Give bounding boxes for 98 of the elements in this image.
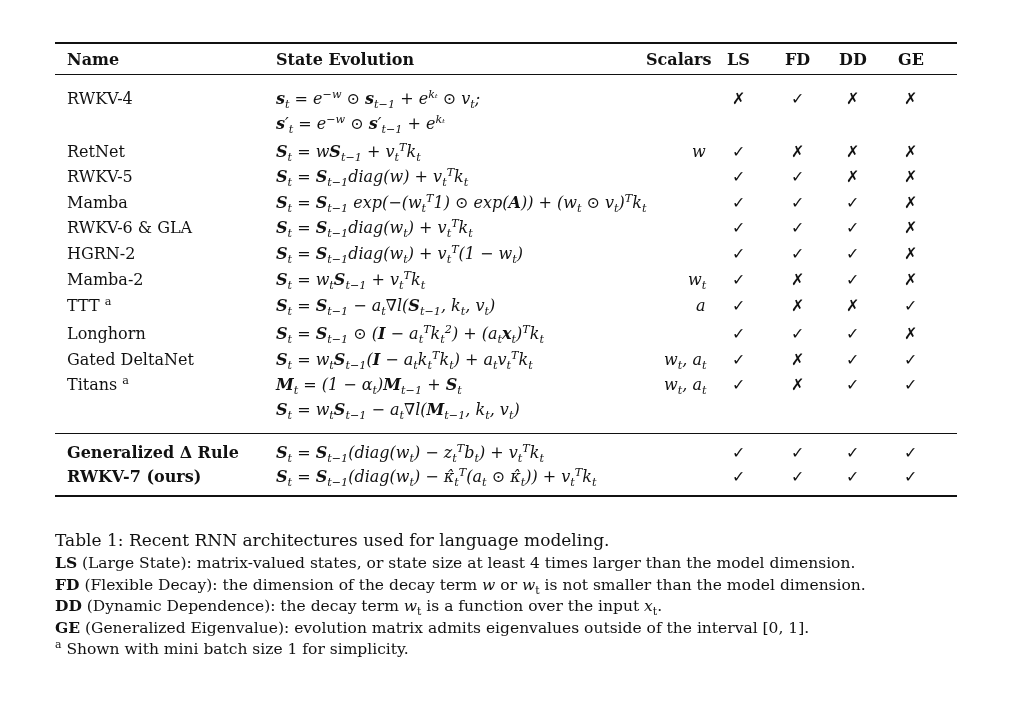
state-formula: s′$_{t}$ = e$^{−w}$ ⊙ s′$_{t−1}$ + e$^{kₜ}$ bbox=[276, 114, 445, 134]
property-mark: ✓ bbox=[731, 467, 745, 487]
scalar-parameter: a bbox=[696, 296, 706, 316]
state-formula: s$_{t}$ = e$^{−w}$ ⊙ s$_{t−1}$ + e$^{kₜ}$ ⊙ v$_{t}$; bbox=[276, 89, 481, 109]
model-name: RWKV-5 bbox=[67, 167, 133, 187]
model-name: RWKV-6 & GLA bbox=[67, 218, 193, 238]
state-formula: S$_{t}$ = S$_{t−1}$diag(w$_{t}$) + v$_{t}$$^{T}$(1 − w$_{t}$) bbox=[276, 244, 524, 264]
property-mark: ✓ bbox=[731, 324, 745, 344]
property-mark: ✗ bbox=[790, 296, 804, 316]
model-name: TTT $^{a}$ bbox=[67, 296, 112, 316]
property-mark: ✗ bbox=[903, 324, 917, 344]
abbreviation-note: DD (Dynamic Dependence): the decay term w$_{t}$ is a function over the input x$_{t}$. bbox=[55, 596, 663, 616]
property-mark: ✓ bbox=[731, 270, 745, 290]
property-mark: ✓ bbox=[731, 193, 745, 213]
property-mark: ✓ bbox=[845, 324, 859, 344]
property-mark: ✓ bbox=[845, 218, 859, 238]
property-mark: ✓ bbox=[790, 89, 804, 109]
state-formula: S$_{t}$ = S$_{t−1}$ − a$_{t}$∇l(S$_{t−1}$, k$_{t}$, v$_{t}$) bbox=[276, 296, 496, 316]
property-mark: ✗ bbox=[903, 142, 917, 162]
model-name: Longhorn bbox=[67, 324, 146, 344]
property-mark: ✓ bbox=[790, 193, 804, 213]
property-mark: ✗ bbox=[845, 142, 859, 162]
state-formula: S$_{t}$ = w$_{t}$S$_{t−1}$(I − a$_{t}$k$_{t}$$^{T}$k$_{t}$) + a$_{t}$v$_{t}$$^{T}$k$_{t}$ bbox=[276, 350, 533, 370]
property-mark: ✗ bbox=[845, 89, 859, 109]
abbreviation-note: FD (Flexible Decay): the dimension of the decay term w or w$_{t}$ is not smaller than the model dimension. bbox=[55, 574, 866, 595]
state-formula: S$_{t}$ = S$_{t−1}$ ⊙ (I − a$_{t}$$^{T}$k$_{t}$$^{2}$) + (a$_{t}$x$_{t}$)$^{T}$k$_{t}$ bbox=[276, 324, 544, 344]
column-header: Name bbox=[67, 50, 120, 70]
property-mark: ✓ bbox=[731, 296, 745, 316]
property-mark: ✓ bbox=[790, 443, 804, 463]
property-mark: ✗ bbox=[790, 350, 804, 370]
state-formula: S$_{t}$ = S$_{t−1}$diag(w) + v$_{t}$$^{T}$k$_{t}$ bbox=[276, 167, 469, 187]
scalar-parameter: w$_{t}$, a$_{t}$ bbox=[664, 350, 707, 370]
property-mark: ✗ bbox=[845, 167, 859, 187]
state-formula: S$_{t}$ = w$_{t}$S$_{t−1}$ − a$_{t}$∇l(M$_{t−1}$, k$_{t}$, v$_{t}$) bbox=[276, 400, 520, 420]
column-header: Scalars bbox=[646, 50, 712, 70]
state-formula: M$_{t}$ = (1 − α$_{t}$)M$_{t−1}$ + S$_{t}$ bbox=[276, 375, 462, 395]
property-mark: ✗ bbox=[903, 244, 917, 264]
table-caption: Table 1: Recent RNN architectures used for language modeling. bbox=[55, 530, 610, 550]
model-name: Mamba-2 bbox=[67, 270, 144, 290]
column-header: GE bbox=[898, 50, 924, 70]
model-name: RetNet bbox=[67, 142, 125, 162]
property-mark: ✓ bbox=[903, 296, 917, 316]
property-mark: ✓ bbox=[731, 443, 745, 463]
property-mark: ✓ bbox=[845, 244, 859, 264]
state-formula: S$_{t}$ = w$_{t}$S$_{t−1}$ + v$_{t}$$^{T}$k$_{t}$ bbox=[276, 270, 426, 290]
footnote: $^{a}$ Shown with mini batch size 1 for simplicity. bbox=[55, 639, 409, 659]
abbreviation-note: LS (Large State): matrix-valued states, or state size at least 4 times larger than the model dimension. bbox=[55, 553, 856, 573]
scalar-parameter: w$_{t}$ bbox=[688, 270, 707, 290]
property-mark: ✗ bbox=[903, 193, 917, 213]
column-header: FD bbox=[785, 50, 811, 70]
model-name: RWKV-7 (ours) bbox=[67, 467, 202, 487]
property-mark: ✓ bbox=[731, 244, 745, 264]
property-mark: ✓ bbox=[903, 350, 917, 370]
property-mark: ✓ bbox=[731, 218, 745, 238]
model-name: Generalized Δ Rule bbox=[67, 443, 239, 463]
property-mark: ✓ bbox=[845, 270, 859, 290]
state-formula: S$_{t}$ = wS$_{t−1}$ + v$_{t}$$^{T}$k$_{t}$ bbox=[276, 142, 421, 162]
scalar-parameter: w$_{t}$, a$_{t}$ bbox=[664, 375, 707, 395]
property-mark: ✓ bbox=[731, 142, 745, 162]
scalar-parameter: w bbox=[692, 142, 706, 162]
property-mark: ✓ bbox=[790, 218, 804, 238]
property-mark: ✓ bbox=[731, 350, 745, 370]
property-mark: ✓ bbox=[790, 167, 804, 187]
column-header: DD bbox=[839, 50, 867, 70]
property-mark: ✗ bbox=[903, 167, 917, 187]
property-mark: ✗ bbox=[845, 296, 859, 316]
property-mark: ✗ bbox=[731, 89, 745, 109]
model-name: Titans $^{a}$ bbox=[67, 375, 130, 395]
abbreviation-note: GE (Generalized Eigenvalue): evolution matrix admits eigenvalues outside of the interval [0, 1]. bbox=[55, 617, 810, 638]
property-mark: ✗ bbox=[903, 270, 917, 290]
state-formula: S$_{t}$ = S$_{t−1}$diag(w$_{t}$) + v$_{t}$$^{T}$k$_{t}$ bbox=[276, 218, 473, 238]
property-mark: ✓ bbox=[903, 467, 917, 487]
property-mark: ✓ bbox=[845, 375, 859, 395]
property-mark: ✓ bbox=[845, 193, 859, 213]
model-name: RWKV-4 bbox=[67, 89, 133, 109]
property-mark: ✗ bbox=[790, 270, 804, 290]
property-mark: ✓ bbox=[731, 167, 745, 187]
model-name: Mamba bbox=[67, 193, 128, 213]
property-mark: ✓ bbox=[790, 467, 804, 487]
property-mark: ✓ bbox=[731, 375, 745, 395]
column-header: LS bbox=[727, 50, 750, 70]
state-formula: S$_{t}$ = S$_{t−1}$(diag(w$_{t}$) − z$_{t}$$^{T}$b$_{t}$) + v$_{t}$$^{T}$k$_{t}$ bbox=[276, 443, 545, 463]
model-name: HGRN-2 bbox=[67, 244, 136, 264]
model-name: Gated DeltaNet bbox=[67, 350, 194, 370]
property-mark: ✓ bbox=[790, 324, 804, 344]
property-mark: ✓ bbox=[903, 375, 917, 395]
property-mark: ✗ bbox=[903, 218, 917, 238]
property-mark: ✓ bbox=[845, 350, 859, 370]
property-mark: ✗ bbox=[790, 142, 804, 162]
property-mark: ✗ bbox=[903, 89, 917, 109]
property-mark: ✓ bbox=[790, 244, 804, 264]
column-header: State Evolution bbox=[276, 50, 415, 70]
property-mark: ✗ bbox=[790, 375, 804, 395]
state-formula: S$_{t}$ = S$_{t−1}$(diag(w$_{t}$) − κ̂$_{t}$$^{T}$(a$_{t}$ ⊙ κ̂$_{t}$)) + v$_{t}$$^{T}$k$_{t}$ bbox=[276, 467, 597, 487]
property-mark: ✓ bbox=[903, 443, 917, 463]
property-mark: ✓ bbox=[845, 443, 859, 463]
property-mark: ✓ bbox=[845, 467, 859, 487]
state-formula: S$_{t}$ = S$_{t−1}$ exp(−(w$_{t}$$^{T}$1) ⊙ exp(A)) + (w$_{t}$ ⊙ v$_{t}$)$^{T}$k$_{t}$ bbox=[276, 193, 647, 213]
